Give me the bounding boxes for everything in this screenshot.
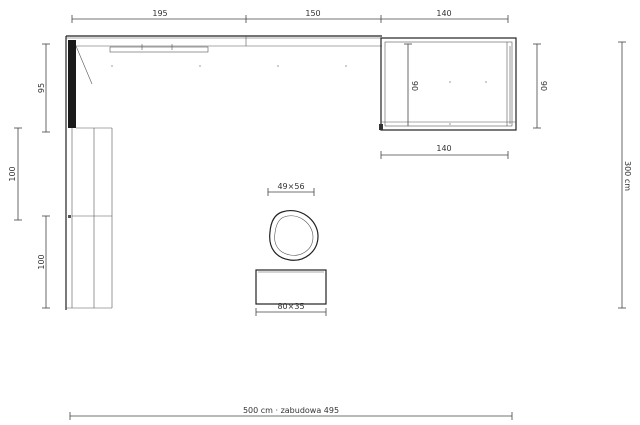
dim-pouf: 49×56 [277, 182, 304, 191]
pouf: 49×56 [267, 182, 319, 261]
top-dimension-line: 195 150 140 [71, 9, 509, 23]
dim-top-150: 150 [305, 9, 320, 18]
top-cabinet-run [66, 35, 382, 67]
total-width-dimension: 500 cm · zabudowa 495 [69, 406, 513, 420]
bench: 80×35 [255, 269, 327, 316]
dim-total-height: 300 cm [623, 161, 632, 191]
pouf-outline [269, 210, 319, 261]
dim-box-140: 140 [436, 144, 451, 153]
dim-top-140: 140 [436, 9, 451, 18]
tall-unit-dark-panel [68, 40, 76, 128]
dim-left-95: 95 [37, 83, 46, 93]
dim-top-195: 195 [152, 9, 167, 18]
dim-left-100-upper: 100 [8, 166, 17, 181]
right-box-dimensions: 90 90 140 [380, 43, 548, 159]
total-height-dimension: 300 cm [618, 41, 632, 309]
bench-outline [255, 269, 327, 305]
left-wall-units [65, 36, 113, 310]
dim-box-90-outer: 90 [539, 81, 548, 91]
left-dimension-lines: 95 100 100 [8, 43, 50, 309]
dim-left-100-lower: 100 [37, 254, 46, 269]
dim-bench: 80×35 [277, 302, 304, 311]
right-box-unit [379, 37, 517, 131]
dim-box-90-inner: 90 [410, 81, 419, 91]
dim-total-width: 500 cm · zabudowa 495 [243, 406, 339, 415]
